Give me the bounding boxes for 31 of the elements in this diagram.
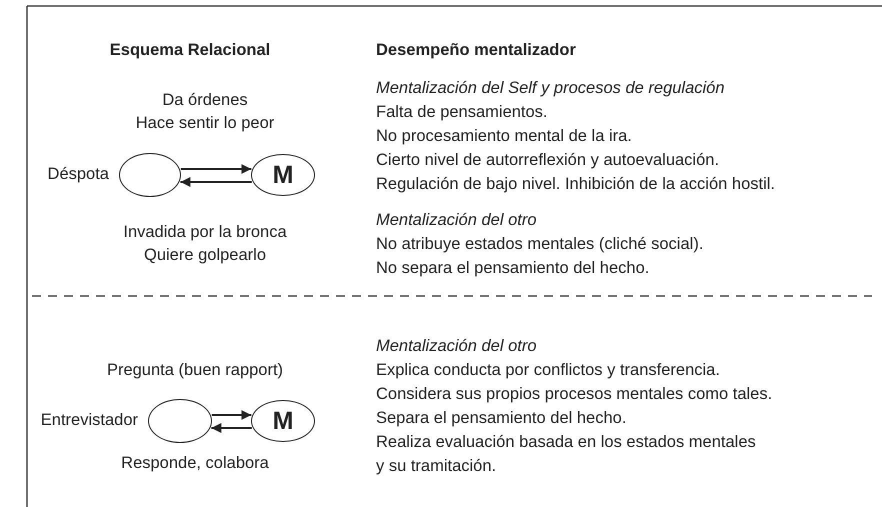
text-line: Quiere golpearlo xyxy=(144,245,266,265)
section-heading: Mentalización del otro xyxy=(376,210,537,230)
text-line: No atribuye estados mentales (cliché social). xyxy=(376,234,704,254)
text-line: Explica conducta por conflictos y transferencia. xyxy=(376,360,720,380)
arrow xyxy=(212,410,252,420)
text-line: Responde, colabora xyxy=(121,453,269,473)
section-heading: Mentalización del Self y procesos de regulación xyxy=(376,78,725,98)
text-line: Pregunta (buen rapport) xyxy=(106,360,284,380)
text-line: Realiza evaluación basada en los estados mentales y su tramitación. xyxy=(376,432,757,477)
text-line: Falta de pensamientos. xyxy=(376,102,548,122)
role-label: Déspota xyxy=(48,164,109,184)
empty-ellipse xyxy=(148,399,212,443)
arrow xyxy=(180,177,252,187)
role-label: Entrevistador xyxy=(40,410,138,430)
text-line: Cierto nivel de autorreflexión y autoevaluación. xyxy=(376,150,720,170)
column-heading: Desempeño mentalizador xyxy=(376,40,576,60)
text-line: Invadida por la bronca xyxy=(123,222,287,242)
empty-ellipse xyxy=(119,153,181,197)
text-line: Considera sus propios procesos mentales como tales. xyxy=(376,384,772,404)
text-line: Regulación de bajo nivel. Inhibición de la acción hostil. xyxy=(376,174,776,194)
text-line: No separa el pensamiento del hecho. xyxy=(376,258,650,278)
letter-ellipse: M xyxy=(251,154,315,196)
text-line: Separa el pensamiento del hecho. xyxy=(376,408,626,428)
column-heading: Esquema Relacional xyxy=(110,40,270,60)
arrow xyxy=(180,164,252,174)
text-line: No procesamiento mental de la ira. xyxy=(376,126,632,146)
text-line: Hace sentir lo peor xyxy=(136,113,274,133)
arrow xyxy=(211,423,252,433)
text-line: Da órdenes xyxy=(162,90,248,110)
section-heading: Mentalización del otro xyxy=(376,336,537,356)
letter-ellipse: M xyxy=(251,400,315,442)
